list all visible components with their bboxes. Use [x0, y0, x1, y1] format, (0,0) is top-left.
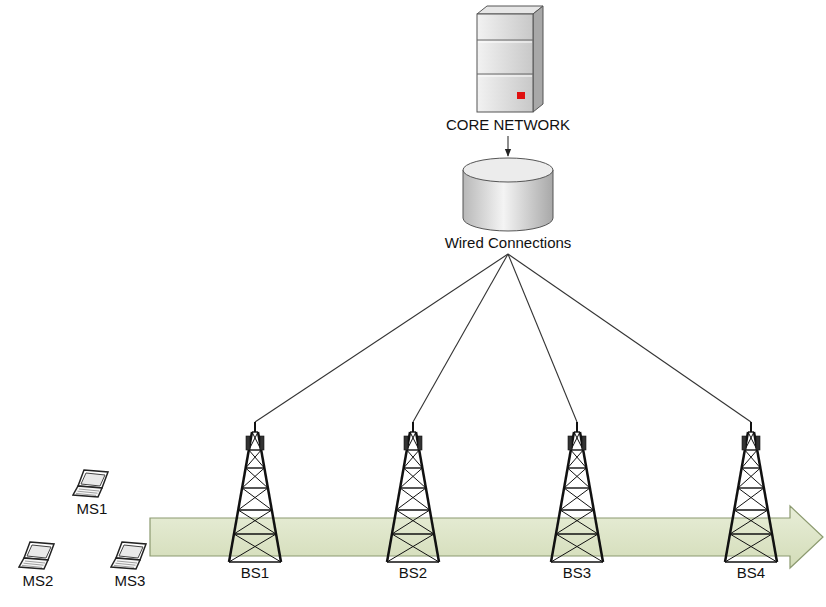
wired-link [507, 136, 508, 156]
node-label: MS1 [77, 500, 108, 518]
tower-graphic [719, 422, 783, 564]
node-label: BS3 [563, 564, 591, 582]
tower-graphic [223, 422, 287, 564]
mobile-station: MS2 [10, 540, 66, 592]
node-label: BS2 [399, 564, 427, 582]
laptop-graphic [72, 468, 112, 500]
cylinder-icon [463, 158, 553, 231]
laptop-icon [73, 470, 108, 497]
wired-link [255, 254, 508, 422]
tower-icon [551, 422, 603, 562]
laptop-graphic [18, 540, 58, 572]
wired-connections-node: Wired Connections [438, 156, 578, 254]
node-label: BS4 [737, 564, 765, 582]
base-station: BS4 [716, 422, 786, 584]
node-label: CORE NETWORK [446, 116, 570, 134]
tower-icon [229, 422, 281, 562]
wired-link [508, 254, 751, 422]
laptop-icon [111, 542, 146, 569]
tower-icon [387, 422, 439, 562]
node-label: MS3 [115, 572, 146, 590]
node-label: BS1 [241, 564, 269, 582]
mobile-station: MS3 [100, 540, 160, 592]
mobile-station: MS1 [64, 468, 120, 520]
cylinder-graphic [460, 156, 556, 234]
server-icon [477, 6, 543, 112]
direction-band [150, 506, 823, 568]
laptop-graphic [110, 540, 150, 572]
wired-link [413, 254, 508, 422]
node-label: MS2 [23, 572, 54, 590]
tower-icon [725, 422, 777, 562]
node-label: Wired Connections [445, 234, 572, 252]
laptop-icon [19, 542, 54, 569]
base-station: BS1 [220, 422, 290, 584]
core-network-node: CORE NETWORK [428, 4, 588, 136]
base-station: BS2 [378, 422, 448, 584]
tower-graphic [381, 422, 445, 564]
base-station: BS3 [542, 422, 612, 584]
tower-graphic [545, 422, 609, 564]
server-graphic [469, 4, 547, 116]
wired-link [508, 254, 577, 422]
